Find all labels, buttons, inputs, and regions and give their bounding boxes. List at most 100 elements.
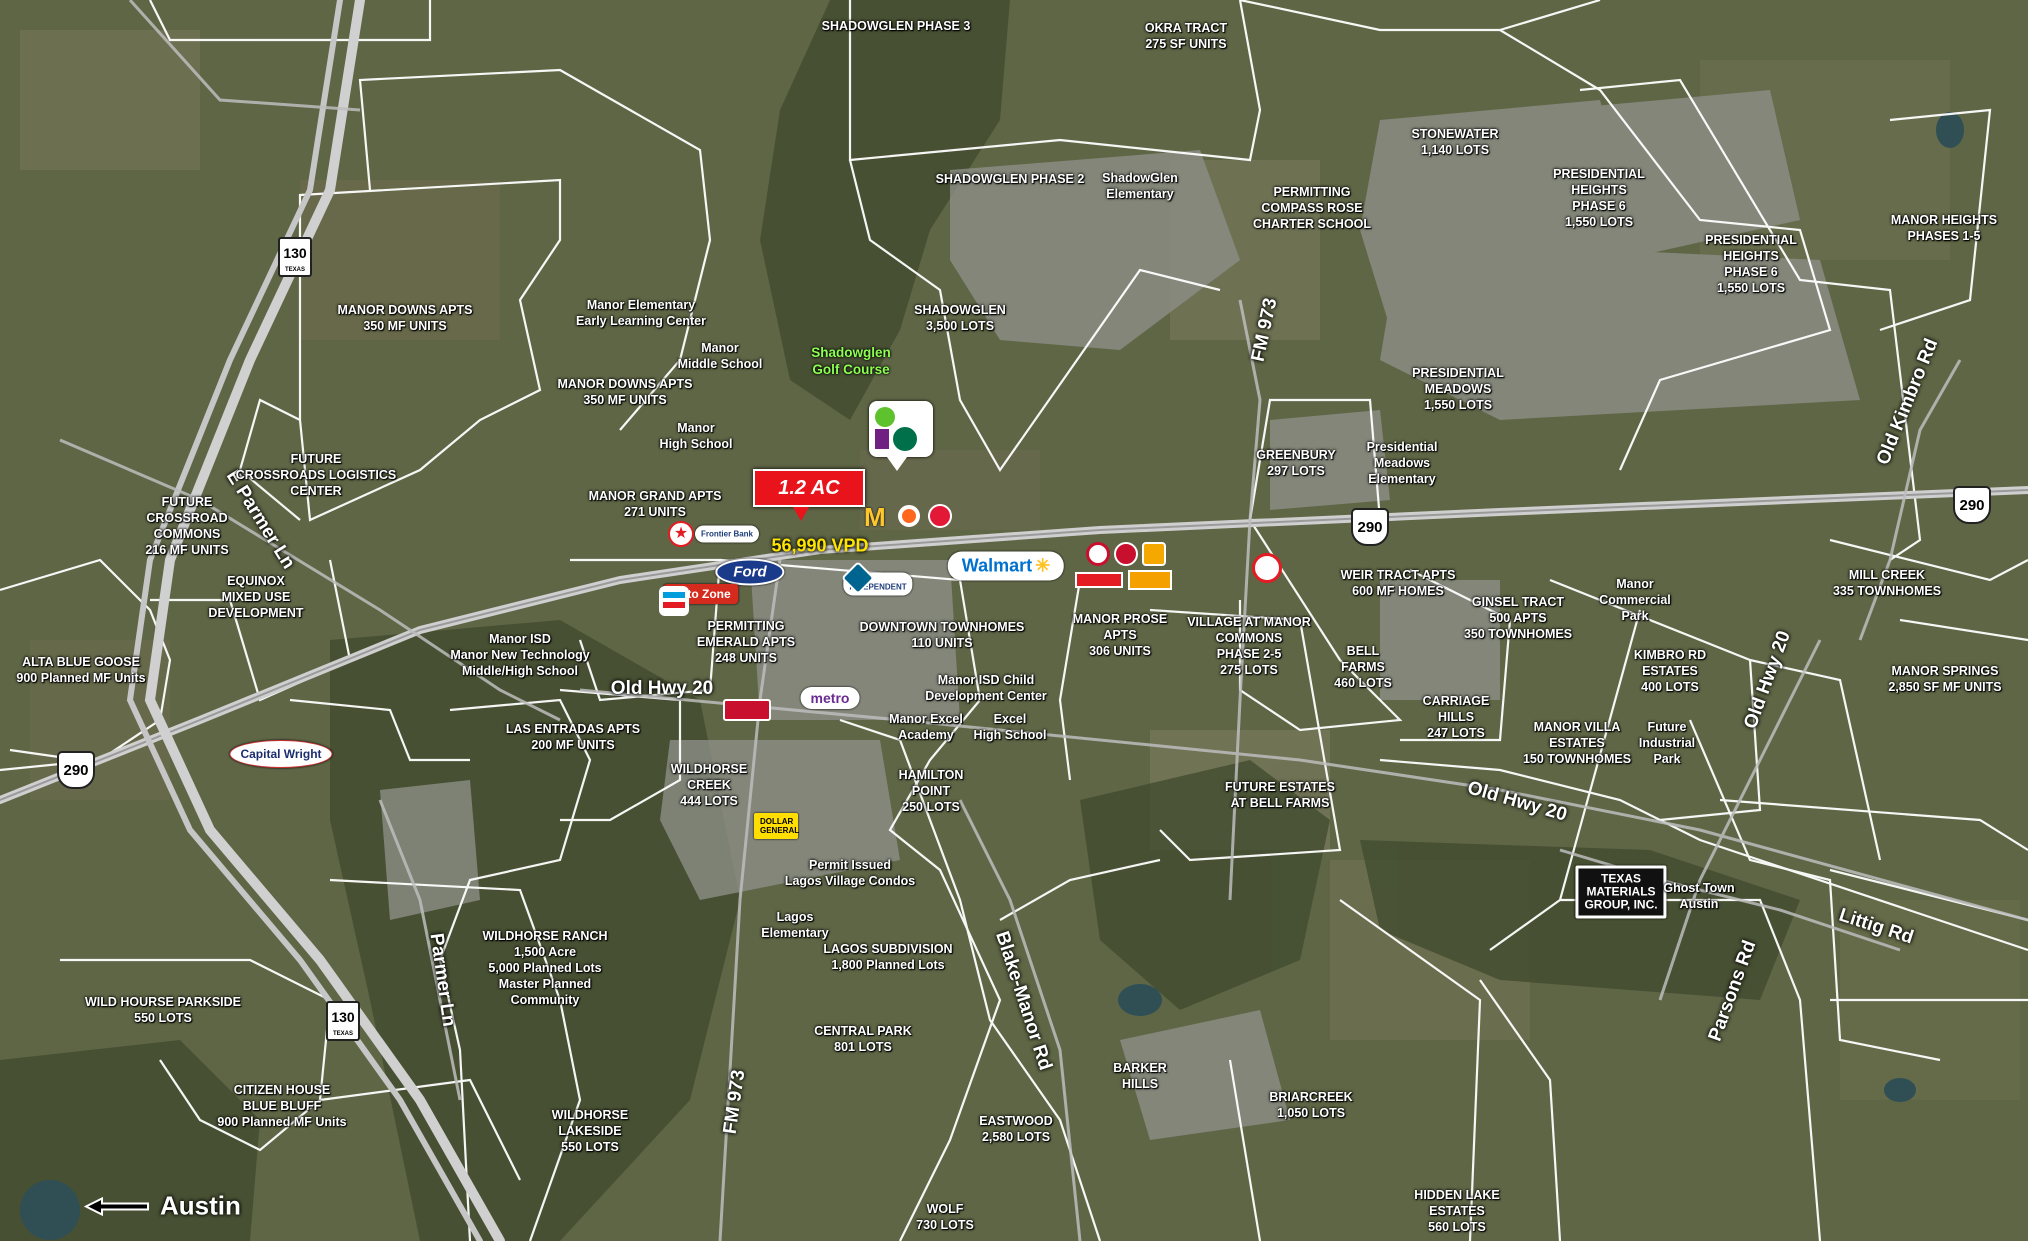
label-line: ShadowGlen <box>1102 171 1178 185</box>
us290-shield-east: 290 <box>1953 486 1991 524</box>
label-line: OKRA TRACT <box>1144 21 1228 35</box>
label-line: Manor ISD Child <box>937 673 1035 687</box>
traffic-count: 56,990 VPD <box>771 535 869 556</box>
label-okra-tract: OKRA TRACT 275 SF UNITS <box>1145 20 1227 52</box>
label-line: APTS <box>1103 628 1137 642</box>
label-line: 350 MF UNITS <box>363 319 447 333</box>
label-line: Industrial <box>1638 736 1696 750</box>
label-line: 275 SF UNITS <box>1145 37 1227 51</box>
label-line: WILD HOURSE PARKSIDE <box>84 995 242 1009</box>
label-line: AT BELL FARMS <box>1230 796 1330 810</box>
label-alta-blue-goose: ALTA BLUE GOOSE <box>22 654 140 670</box>
label-line: MANOR VILLA <box>1533 720 1621 734</box>
label-line: ESTATES <box>1642 664 1698 678</box>
label-line: 250 LOTS <box>902 800 960 814</box>
label-line: POINT <box>911 784 951 798</box>
label-line: 271 UNITS <box>624 505 686 519</box>
label-line: FUTURE <box>161 495 213 509</box>
label-wildhorse-lakeside: WILDHORSE LAKESIDE 550 LOTS <box>552 1107 628 1155</box>
label-line: 1,550 LOTS <box>1716 281 1786 295</box>
label-line: EMERALD APTS <box>696 635 796 649</box>
label-line: 730 LOTS <box>916 1218 974 1232</box>
label-line: 550 LOTS <box>561 1140 619 1154</box>
label-line: CENTRAL PARK <box>814 1024 912 1038</box>
dunkin-icon <box>898 505 920 527</box>
label-line: FUTURE <box>290 452 342 466</box>
label-line: HEIGHTS <box>1571 183 1627 197</box>
label-line: WILDHORSE <box>551 1108 629 1122</box>
label-line: Manor Excel <box>889 712 963 726</box>
label-line: Master Planned <box>498 977 592 991</box>
road-label-old-hwy-20-west: Old Hwy 20 <box>610 678 714 699</box>
label-line: HEIGHTS <box>1723 249 1779 263</box>
label-shadowglen-phase-3: SHADOWGLEN PHASE 3 <box>822 18 971 34</box>
label-line: Excel <box>993 712 1027 726</box>
label-line: HAMILTON <box>898 768 964 782</box>
label-line: Elementary <box>1368 472 1436 486</box>
label-line: PERMITTING <box>707 619 785 633</box>
label-line: SHADOWGLEN PHASE 3 <box>821 19 971 33</box>
label-line: 110 UNITS <box>911 636 973 650</box>
label-downtown-townhomes: DOWNTOWN TOWNHOMES 110 UNITS <box>860 619 1025 651</box>
label-line: Permit Issued <box>809 858 891 872</box>
label-line: 500 APTS <box>1489 611 1547 625</box>
food-brands-cluster <box>1086 542 1166 572</box>
label-line: LAGOS SUBDIVISION <box>823 942 953 956</box>
site-marker[interactable]: 1.2 AC <box>753 469 865 521</box>
label-line: MANOR PROSE <box>1072 612 1168 626</box>
label-hamilton-point: HAMILTON POINT 250 LOTS <box>899 767 964 815</box>
label-line: DOWNTOWN TOWNHOMES <box>859 620 1025 634</box>
mcdonalds-icon: M <box>864 502 886 532</box>
direction-to-austin: Austin <box>84 1191 241 1222</box>
label-line: 2,850 SF MF UNITS <box>1888 680 2002 694</box>
label-line: CHARTER SCHOOL <box>1252 217 1372 231</box>
label-line: 5,000 Planned Lots <box>488 961 602 975</box>
label-line: Manor <box>677 421 715 435</box>
label-line: FARMS <box>1341 660 1385 674</box>
label-line: 2,580 LOTS <box>981 1130 1051 1144</box>
label-line: BRIARCREEK <box>1269 1090 1353 1104</box>
label-line: Middle/High School <box>462 664 578 678</box>
label-line: PHASE 6 <box>1724 265 1778 279</box>
label-line: MANOR GRAND APTS <box>588 489 722 503</box>
label-line: BARKER <box>1113 1061 1167 1075</box>
label-line: LAKESIDE <box>558 1124 622 1138</box>
label-line: CARRIAGE <box>1422 694 1490 708</box>
label-line: PHASES 1-5 <box>1907 229 1981 243</box>
label-line: 200 MF UNITS <box>531 738 615 752</box>
metro-logo: metro <box>800 687 860 709</box>
label-line: 600 MF HOMES <box>1352 584 1444 598</box>
label-line: Manor Elementary <box>586 298 696 312</box>
pizza-icon <box>928 504 952 528</box>
label-line: Lagos Village Condos <box>784 874 916 888</box>
label-line: 216 MF UNITS <box>145 543 229 557</box>
label-line: 275 LOTS <box>1220 663 1278 677</box>
